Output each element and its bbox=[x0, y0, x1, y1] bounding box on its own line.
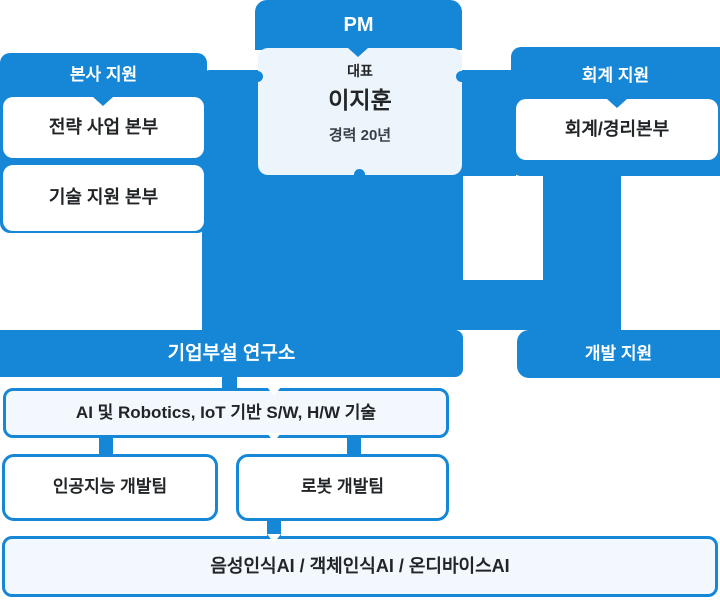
card-bottom-notch-dot bbox=[354, 169, 365, 180]
ceo-role: 대표 bbox=[347, 63, 373, 79]
ai-team-label: 인공지능 개발팀 bbox=[52, 477, 168, 496]
white-notch-tech-box-top bbox=[267, 387, 281, 396]
tech-support-division-label: 기술 지원 본부 bbox=[48, 187, 159, 207]
arrow-notch-pm-to-card bbox=[348, 48, 368, 57]
connector-robot-team-to-products bbox=[267, 519, 281, 537]
accounting-panel-title: 회계 지원 bbox=[581, 66, 650, 85]
white-notch-products-box-top bbox=[267, 534, 281, 543]
research-bar-title: 기업부설 연구소 bbox=[167, 343, 296, 364]
dev-support-badge bbox=[517, 330, 720, 378]
dev-support-badge-label: 개발 지원 bbox=[584, 344, 653, 363]
research-institute-bar bbox=[0, 330, 463, 377]
pm-title: PM bbox=[343, 14, 374, 36]
arrow-notch-hq-title-to-box bbox=[93, 97, 113, 106]
connector-right-vertical-band bbox=[543, 176, 621, 286]
arrow-notch-acct-title-to-box bbox=[607, 99, 627, 108]
connector-bar-to-tech-box bbox=[222, 374, 237, 390]
white-notch-tech-box-bottom bbox=[267, 433, 281, 442]
tech-support-division-box bbox=[3, 165, 204, 231]
card-right-notch-dot bbox=[456, 71, 467, 82]
strategy-division-label: 전략 사업 본부 bbox=[48, 117, 159, 137]
ai-products-label: 음성인식AI / 객체인식AI / 온디바이스AI bbox=[210, 556, 510, 576]
strategy-division-box bbox=[3, 97, 204, 158]
tech-stack-label: AI 및 Robotics, IoT 기반 S/W, H/W 기술 bbox=[75, 403, 377, 422]
accounting-division-label: 회계/경리본부 bbox=[564, 119, 670, 139]
hq-panel-title: 본사 지원 bbox=[69, 65, 138, 84]
connector-right-horizontal-strip bbox=[460, 280, 621, 330]
connector-tech-to-robot-team bbox=[347, 436, 361, 456]
ceo-name: 이지훈 bbox=[328, 87, 392, 113]
ceo-career: 경력 20년 bbox=[328, 127, 392, 144]
robot-team-box bbox=[236, 454, 449, 521]
robot-team-label: 로봇 개발팀 bbox=[301, 477, 384, 496]
card-left-notch-dot bbox=[252, 71, 263, 82]
ceo-card bbox=[258, 48, 462, 175]
connector-tech-to-ai-team bbox=[99, 436, 113, 456]
pm-header bbox=[255, 0, 462, 50]
accounting-division-box bbox=[516, 99, 718, 160]
connector-card-to-accounting bbox=[460, 70, 516, 176]
ai-products-box bbox=[2, 536, 718, 597]
